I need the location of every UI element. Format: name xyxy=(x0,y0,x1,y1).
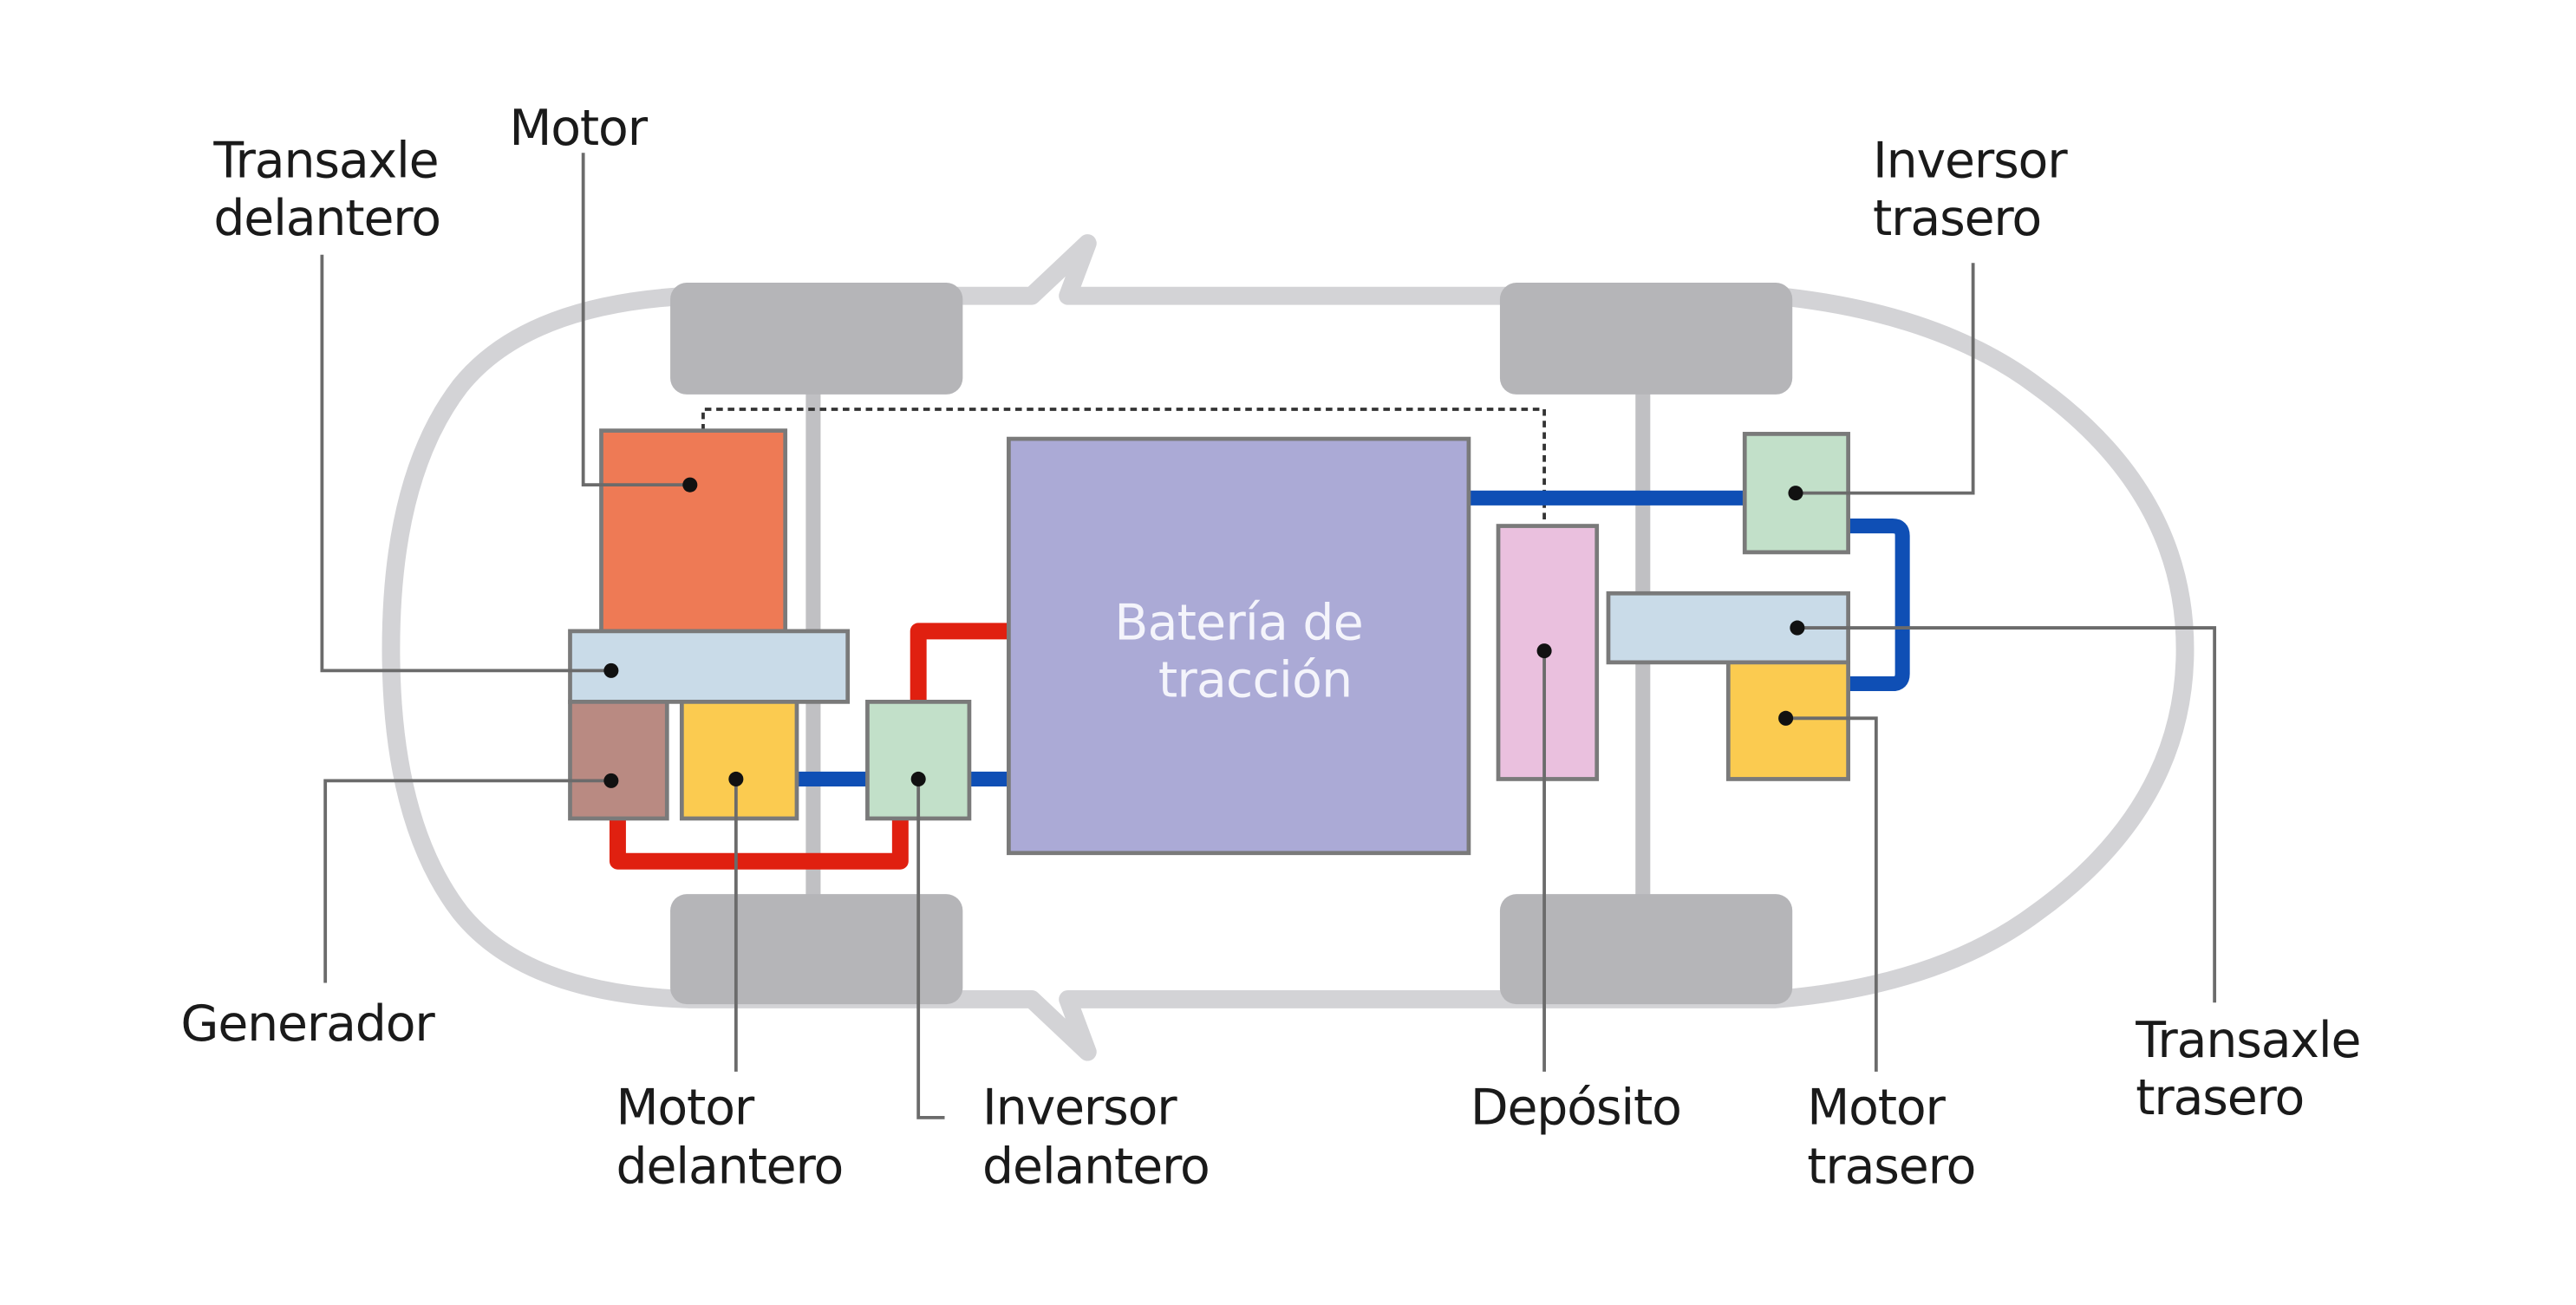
leader-rear-transaxle xyxy=(1797,626,2217,1003)
label-tank: Depósito xyxy=(1471,1079,1681,1136)
battery-label-line2: tracción xyxy=(1158,652,1352,709)
leader-front-transaxle xyxy=(320,254,611,673)
battery-label-line1: Batería de xyxy=(1114,594,1363,651)
front-motor-box xyxy=(679,699,799,821)
dot-front-motor xyxy=(728,771,744,786)
dot-front-transaxle xyxy=(603,662,619,678)
leader-motor xyxy=(581,153,690,487)
label-rear-motor-line2: trasero xyxy=(1807,1139,1975,1196)
label-front-transaxle-line2: delantero xyxy=(213,190,440,247)
dot-rear-inverter xyxy=(1788,486,1803,501)
fuel-line-dotted xyxy=(701,408,1546,526)
leader-rear-inverter xyxy=(1795,263,1975,495)
label-front-motor-line2: delantero xyxy=(616,1139,844,1196)
label-front-inverter-line1: Inversor xyxy=(982,1079,1177,1136)
leader-front-inverter xyxy=(916,779,945,1119)
label-generator: Generador xyxy=(180,995,435,1053)
dot-generator xyxy=(603,773,619,788)
wheel-rear-right xyxy=(1499,894,1793,1005)
leader-rear-motor xyxy=(1785,716,1878,1072)
dot-motor xyxy=(682,477,698,493)
rear-transaxle-box xyxy=(1606,591,1850,665)
label-rear-transaxle-line2: trasero xyxy=(2136,1069,2304,1126)
car-body-outline xyxy=(382,234,2194,1061)
label-motor: Motor xyxy=(509,100,648,157)
dot-front-inverter xyxy=(910,771,926,786)
hv-line-inverter-to-battery xyxy=(910,623,1009,702)
wheel-front-left xyxy=(670,283,963,395)
label-front-inverter-line2: delantero xyxy=(982,1139,1210,1196)
wheel-rear-left xyxy=(1499,283,1793,395)
dot-tank xyxy=(1536,643,1552,659)
dot-rear-motor xyxy=(1778,710,1794,726)
blue-line-rear-inverter-to-rear-motor xyxy=(1848,519,1910,692)
leader-generator xyxy=(323,779,611,983)
hv-line-generator-to-inverter xyxy=(609,818,909,870)
label-rear-inverter-line1: Inversor xyxy=(1873,133,2068,190)
label-front-transaxle-line1: Transaxle xyxy=(212,133,438,190)
generator-box xyxy=(568,699,669,821)
label-front-motor-line1: Motor xyxy=(616,1079,755,1136)
traction-battery-box xyxy=(1007,436,1471,856)
dot-rear-transaxle xyxy=(1790,620,1805,636)
wheel-front-right xyxy=(670,894,963,1005)
front-transaxle-box xyxy=(568,629,851,704)
label-rear-inverter-line2: trasero xyxy=(1873,190,2041,247)
label-rear-motor-line1: Motor xyxy=(1807,1079,1946,1136)
engine-box xyxy=(599,428,788,634)
label-rear-transaxle-line1: Transaxle xyxy=(2135,1012,2360,1069)
